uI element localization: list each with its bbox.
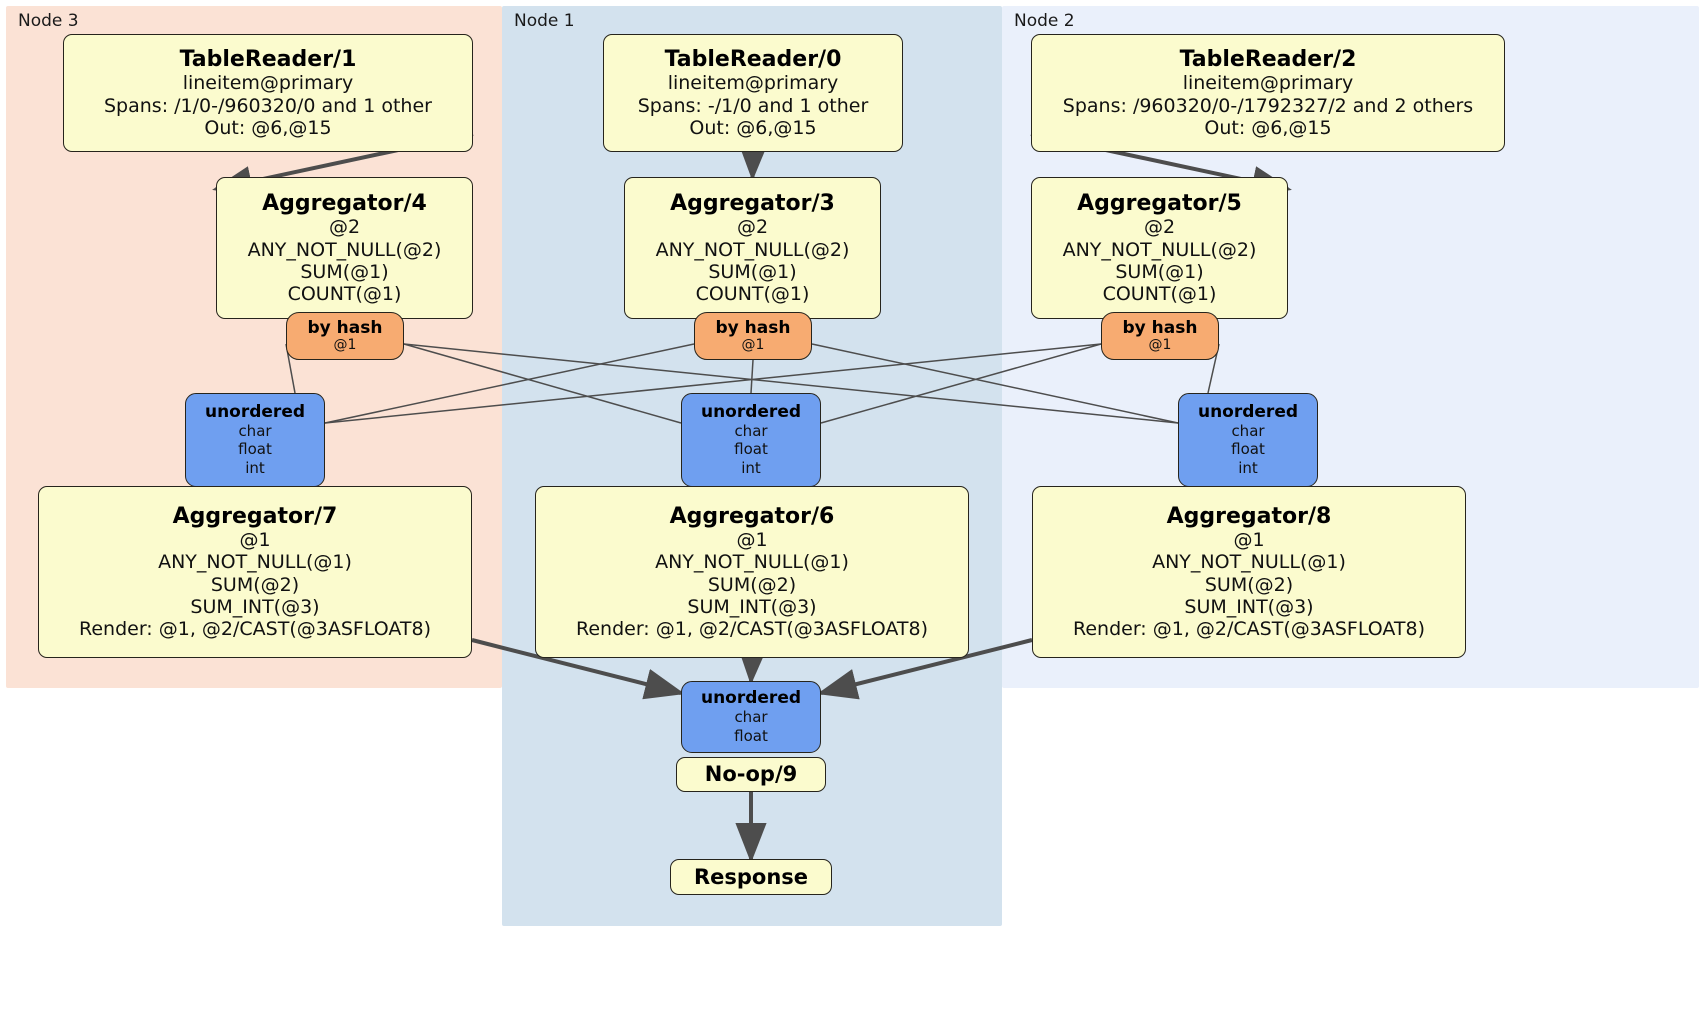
- plan-node-detail-line: Out: @6,@15: [689, 116, 817, 139]
- plan-node-title: TableReader/2: [1179, 46, 1357, 72]
- plan-node-detail-line: @1: [1148, 336, 1172, 353]
- plan-node-detail-line: Spans: /960320/0-/1792327/2 and 2 others: [1062, 94, 1474, 117]
- plan-node-title: Response: [693, 864, 809, 889]
- plan-node-detail-line: SUM(@1): [1115, 260, 1204, 283]
- plan-node-detail-line: ANY_NOT_NULL(@1): [655, 551, 849, 574]
- plan-node-detail-line: @1: [333, 336, 357, 353]
- plan-node-detail-line: int: [1238, 458, 1258, 477]
- plan-node-title: by hash: [307, 317, 383, 338]
- plan-node-detail-line: Render: @1, @2/CAST(@3ASFLOAT8): [79, 618, 431, 641]
- plan-node-detail-line: SUM(@1): [708, 260, 797, 283]
- plan-node-detail-line: ANY_NOT_NULL(@1): [1152, 551, 1346, 574]
- plan-node-title: Aggregator/6: [669, 503, 835, 529]
- plan-node-title: unordered: [1197, 402, 1299, 423]
- plan-node-detail-line: Out: @6,@15: [1204, 116, 1332, 139]
- plan-node-title: unordered: [204, 402, 306, 423]
- plan-node-detail-line: Spans: -/1/0 and 1 other: [637, 94, 869, 117]
- plan-node-detail-line: SUM_INT(@3): [190, 595, 320, 618]
- plan-node-detail-line: Render: @1, @2/CAST(@3ASFLOAT8): [1073, 618, 1425, 641]
- plan-node-detail-line: SUM_INT(@3): [687, 595, 817, 618]
- plan-node-detail-line: float: [734, 726, 768, 745]
- plan-node-detail-line: char: [238, 422, 272, 441]
- plan-node-detail-line: float: [1231, 440, 1265, 459]
- node-panel-label-node3: Node 3: [18, 11, 79, 31]
- plan-node-detail-line: lineitem@primary: [667, 72, 839, 95]
- plan-node-title: TableReader/1: [179, 46, 357, 72]
- plan-node-title: unordered: [700, 688, 802, 709]
- plan-node-detail-line: ANY_NOT_NULL(@2): [655, 238, 850, 261]
- plan-node-title: Aggregator/5: [1077, 190, 1242, 216]
- plan-node-title: No-op/9: [704, 762, 798, 787]
- plan-node-detail-line: float: [238, 440, 272, 459]
- plan-node-detail-line: lineitem@primary: [182, 72, 354, 95]
- plan-node-detail-line: COUNT(@1): [695, 282, 810, 305]
- node-panel-label-node2: Node 2: [1014, 11, 1075, 31]
- plan-node-detail-line: int: [245, 458, 265, 477]
- plan-node-title: Aggregator/8: [1166, 503, 1332, 529]
- plan-node-detail-line: SUM(@2): [210, 573, 300, 596]
- plan-node-noop9[interactable]: No-op/9: [676, 757, 826, 792]
- plan-node-detail-line: lineitem@primary: [1182, 72, 1354, 95]
- plan-node-detail-line: Render: @1, @2/CAST(@3ASFLOAT8): [576, 618, 928, 641]
- plan-node-detail-line: ANY_NOT_NULL(@2): [247, 238, 442, 261]
- plan-node-detail-line: @1: [239, 529, 271, 552]
- plan-node-title: Aggregator/3: [670, 190, 835, 216]
- plan-node-detail-line: @2: [328, 216, 361, 239]
- plan-node-detail-line: COUNT(@1): [287, 282, 402, 305]
- plan-node-detail-line: SUM_INT(@3): [1184, 595, 1314, 618]
- plan-node-router_right[interactable]: by hash@1: [1101, 312, 1219, 360]
- plan-node-response[interactable]: Response: [670, 859, 832, 895]
- plan-node-detail-line: @1: [1233, 529, 1265, 552]
- plan-node-detail-line: SUM(@1): [300, 260, 389, 283]
- plan-node-detail-line: @2: [736, 216, 769, 239]
- plan-node-title: by hash: [715, 317, 791, 338]
- plan-node-title: by hash: [1122, 317, 1198, 338]
- plan-node-detail-line: ANY_NOT_NULL(@1): [158, 551, 352, 574]
- plan-node-detail-line: float: [734, 440, 768, 459]
- plan-node-detail-line: SUM(@2): [707, 573, 797, 596]
- plan-node-detail-line: Out: @6,@15: [204, 116, 332, 139]
- plan-node-detail-line: char: [734, 422, 768, 441]
- plan-node-detail-line: Spans: /1/0-/960320/0 and 1 other: [104, 94, 432, 117]
- plan-node-title: Aggregator/4: [262, 190, 427, 216]
- plan-node-title: TableReader/0: [664, 46, 842, 72]
- plan-node-title: Aggregator/7: [172, 503, 338, 529]
- node-panel-label-node1: Node 1: [514, 11, 575, 31]
- plan-node-detail-line: char: [1231, 422, 1265, 441]
- plan-node-detail-line: COUNT(@1): [1102, 282, 1217, 305]
- plan-node-router_left[interactable]: by hash@1: [286, 312, 404, 360]
- plan-node-router_mid[interactable]: by hash@1: [694, 312, 812, 360]
- plan-node-detail-line: @1: [736, 529, 768, 552]
- plan-node-title: unordered: [700, 402, 802, 423]
- plan-node-detail-line: ANY_NOT_NULL(@2): [1062, 238, 1257, 261]
- plan-node-detail-line: @1: [741, 336, 765, 353]
- plan-node-detail-line: @2: [1143, 216, 1176, 239]
- plan-node-detail-line: int: [741, 458, 761, 477]
- plan-node-detail-line: SUM(@2): [1204, 573, 1294, 596]
- plan-node-detail-line: char: [734, 708, 768, 727]
